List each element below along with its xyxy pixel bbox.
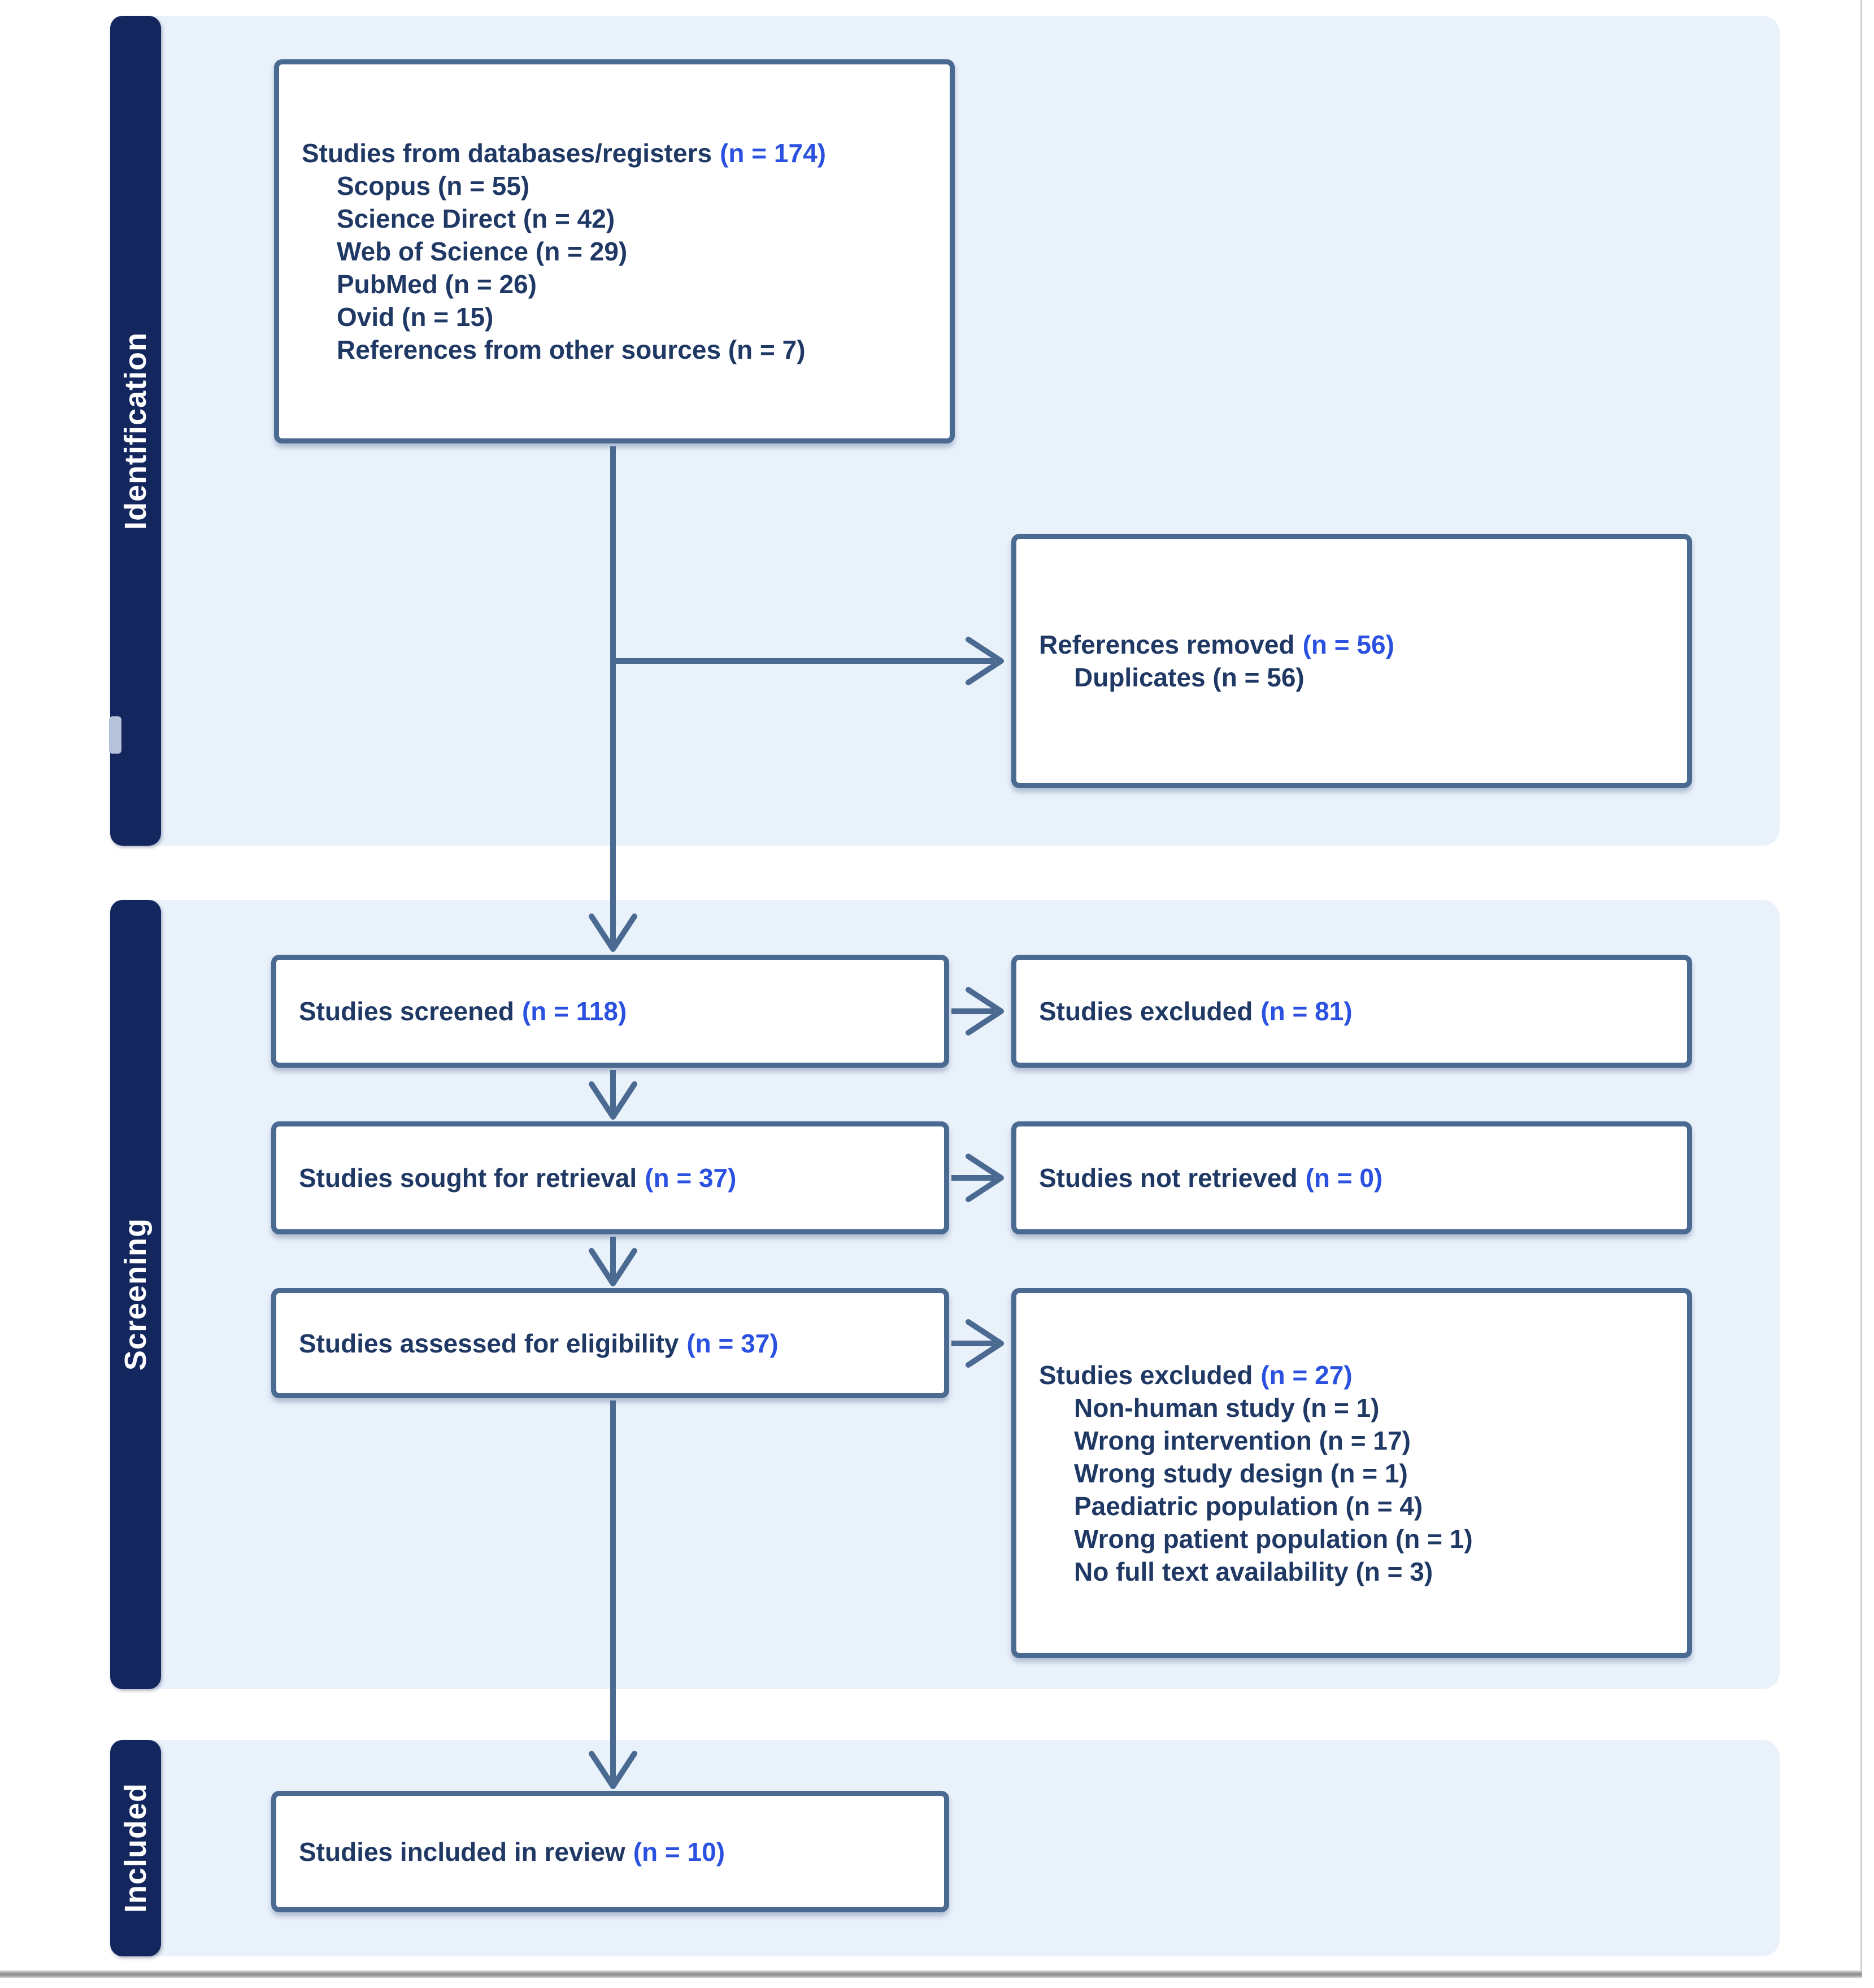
box-title: Studies included in review (n = 10) xyxy=(299,1835,927,1868)
box-title: Studies sought for retrieval (n = 37) xyxy=(299,1162,927,1194)
list-item: Paediatric population (n = 4) xyxy=(1074,1491,1423,1521)
right-edge-line xyxy=(1860,0,1862,1976)
box-title: References removed(n = 56) xyxy=(1039,628,1670,661)
list-item: Wrong study design (n = 1) xyxy=(1074,1458,1408,1488)
box-count: (n = 81) xyxy=(1260,997,1353,1026)
box-title-text: Studies assessed for eligibility xyxy=(299,1328,679,1358)
box-count: (n = 118) xyxy=(521,997,627,1026)
box-title: Studies not retrieved(n = 0) xyxy=(1039,1162,1670,1194)
list-item: Scopus (n = 55) xyxy=(337,171,530,201)
box-studies-screened: Studies screened(n = 118) xyxy=(271,955,949,1068)
list-item: References from other sources (n = 7) xyxy=(337,335,806,364)
box-count: (n = 27) xyxy=(1260,1360,1353,1390)
box-title: Studies assessed for eligibility(n = 37) xyxy=(299,1327,927,1360)
list-item: Web of Science (n = 29) xyxy=(337,237,628,266)
identification-label: Identification xyxy=(119,332,153,530)
box-title-text: Studies excluded xyxy=(1039,997,1253,1026)
edge-artifact-mark xyxy=(109,716,121,754)
box-count: (n = 37) xyxy=(686,1328,779,1358)
box-studies-assessed-for-eligibility: Studies assessed for eligibility(n = 37) xyxy=(271,1288,949,1398)
list-item: Non-human study (n = 1) xyxy=(1074,1393,1380,1423)
box-studies-sought-for-retrieval: Studies sought for retrieval (n = 37) xyxy=(271,1121,949,1234)
sidebar-included: Included xyxy=(110,1740,161,1956)
box-title: Studies excluded(n = 81) xyxy=(1039,995,1670,1028)
box-studies-from-databases: Studies from databases/registers (n = 174… xyxy=(274,59,955,443)
box-references-removed: References removed(n = 56) Duplicates (n… xyxy=(1011,534,1692,788)
box-studies-excluded-eligibility: Studies excluded(n = 27) Non-human study… xyxy=(1011,1288,1692,1658)
box-count: (n = 10) xyxy=(633,1837,725,1867)
list-item: Ovid (n = 15) xyxy=(337,302,494,332)
box-title-text: Studies from databases/registers xyxy=(302,138,712,168)
box-title-text: Studies included in review xyxy=(299,1837,625,1867)
box-title-text: Studies excluded xyxy=(1039,1360,1253,1390)
box-count: (n = 37) xyxy=(645,1163,737,1193)
box-studies-included-in-review: Studies included in review (n = 10) xyxy=(271,1791,949,1912)
box-title-text: Studies not retrieved xyxy=(1039,1163,1298,1193)
list-item: Science Direct (n = 42) xyxy=(337,204,615,233)
box-studies-excluded-screening: Studies excluded(n = 81) xyxy=(1011,955,1692,1068)
box-title: Studies from databases/registers (n = 174… xyxy=(302,137,933,169)
box-count: (n = 56) xyxy=(1302,630,1394,659)
list-item: No full text availability (n = 3) xyxy=(1074,1556,1433,1586)
bottom-divider-line xyxy=(0,1970,1862,1978)
box-count: (n = 0) xyxy=(1305,1163,1383,1193)
sidebar-identification: Identification xyxy=(110,16,161,846)
sidebar-screening: Screening xyxy=(110,900,161,1689)
box-title-text: Studies sought for retrieval xyxy=(299,1163,637,1193)
list-item: PubMed (n = 26) xyxy=(337,269,537,299)
included-label: Included xyxy=(119,1783,153,1913)
list-item: Wrong intervention (n = 17) xyxy=(1074,1425,1411,1455)
box-title: Studies excluded(n = 27) xyxy=(1039,1359,1670,1391)
box-title-text: Studies screened xyxy=(299,997,514,1026)
box-title: Studies screened(n = 118) xyxy=(299,995,927,1028)
box-count: (n = 174) xyxy=(720,138,826,168)
list-item: Duplicates (n = 56) xyxy=(1074,663,1305,692)
list-item: Wrong patient population (n = 1) xyxy=(1074,1524,1473,1554)
screening-label: Screening xyxy=(119,1218,153,1371)
box-title-text: References removed xyxy=(1039,630,1295,659)
box-studies-not-retrieved: Studies not retrieved(n = 0) xyxy=(1011,1121,1692,1234)
